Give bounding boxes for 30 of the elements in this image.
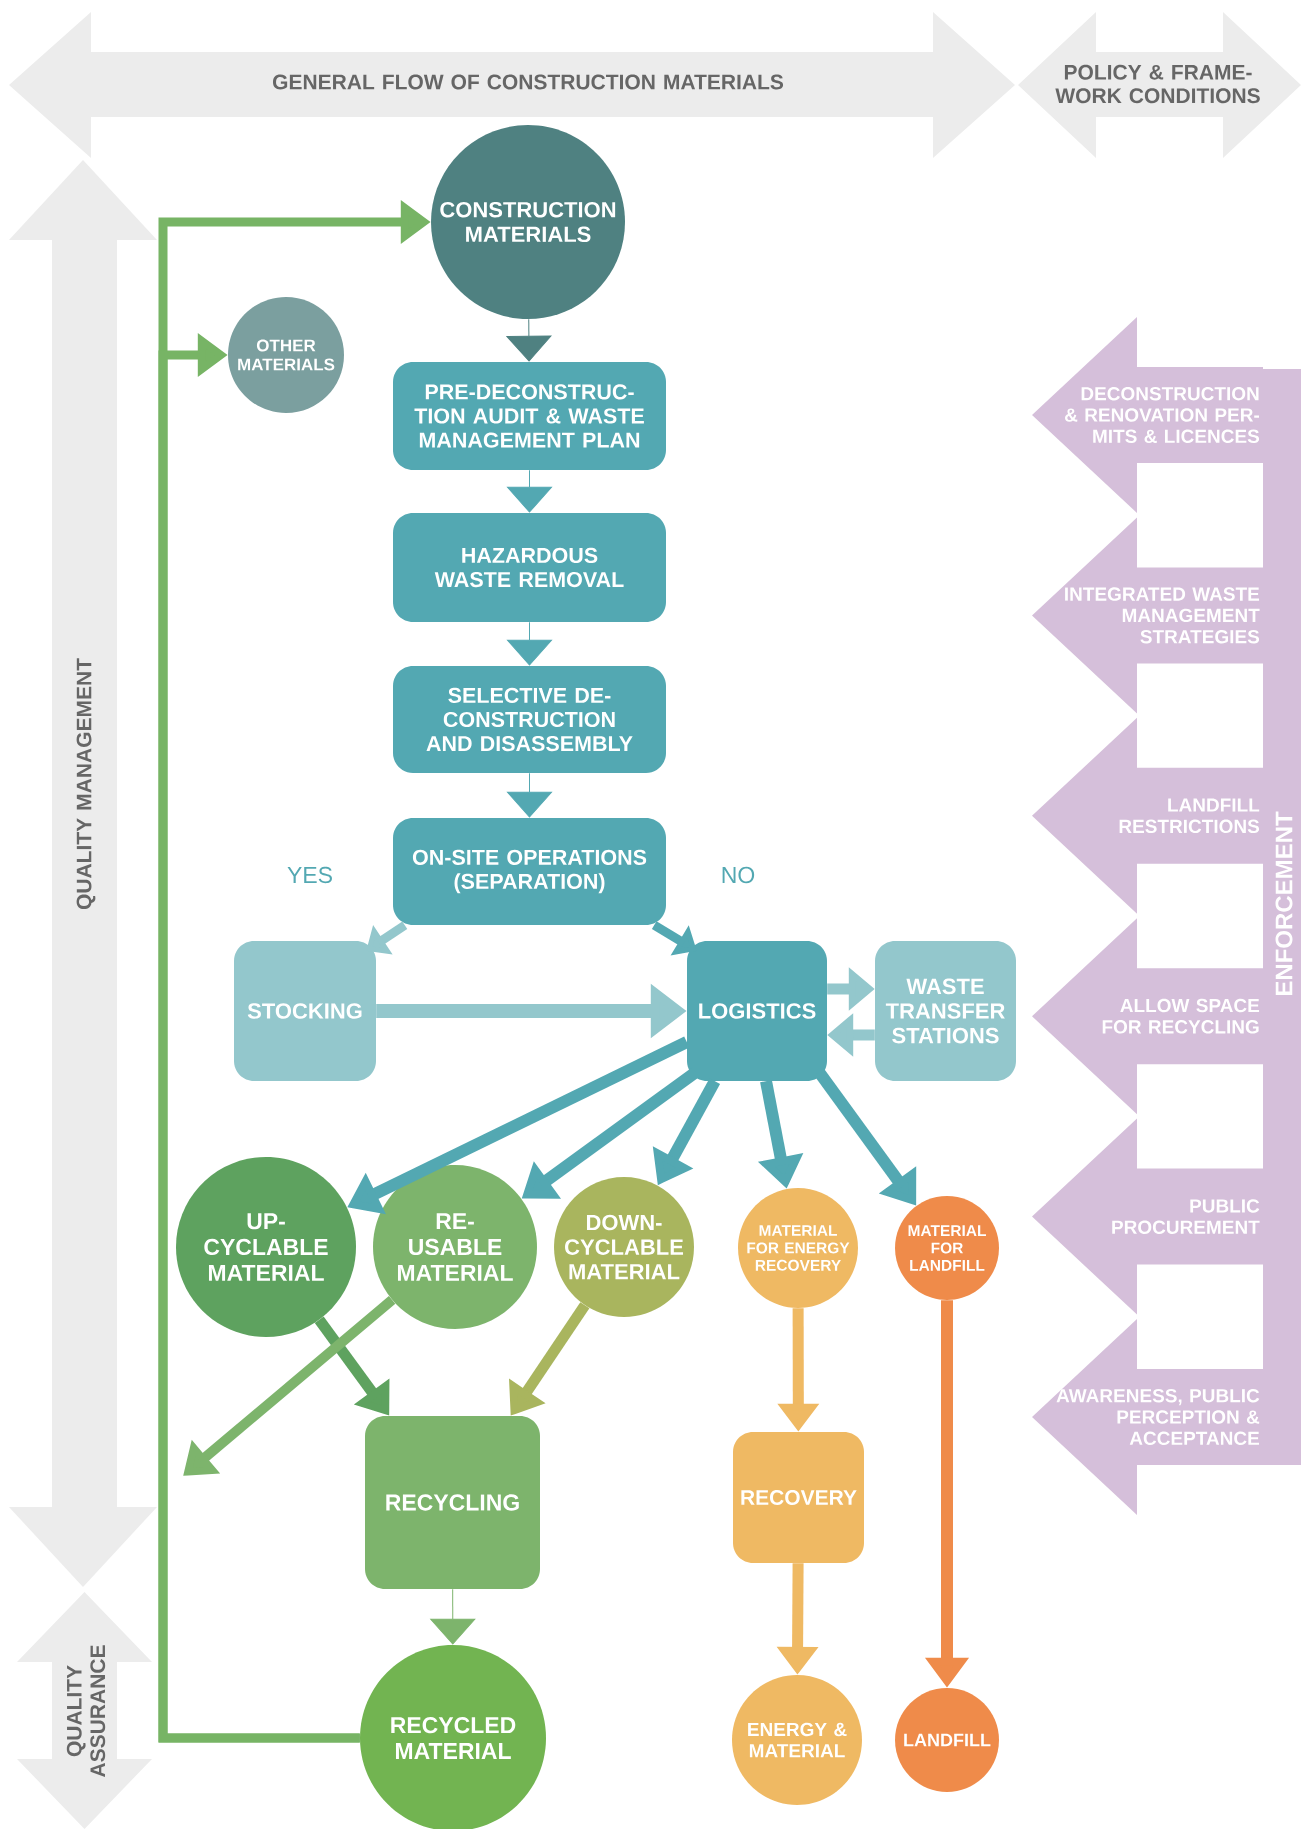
double-arrow-band: QUALITY MANAGEMENT	[9, 160, 157, 1587]
edge-label: NO	[718, 864, 758, 886]
pointed-banner: INTEGRATED WASTE MANAGEMENT STRATEGIES	[1032, 517, 1263, 714]
process-box: SELECTIVE DE- CONSTRUCTION AND DISASSEMBLY	[393, 666, 666, 773]
arrow	[506, 318, 552, 362]
pointed-banner: DECONSTRUCTION & RENOVATION PER- MITS & LICENCES	[1032, 317, 1263, 513]
process-box: RECOVERY	[733, 1432, 864, 1563]
process-box: RECYCLING	[365, 1416, 540, 1589]
process-box: LOGISTICS	[687, 941, 827, 1081]
node-label: ENFORCEMENT	[1275, 811, 1293, 996]
pointed-banner: LANDFILL RESTRICTIONS	[1032, 717, 1263, 914]
pointed-banner: ALLOW SPACE FOR RECYCLING	[1032, 918, 1263, 1115]
double-arrow-band: GENERAL FLOW OF CONSTRUCTION MATERIALS	[9, 12, 1015, 158]
edge-label: YES	[285, 864, 335, 886]
pointed-banner: PUBLIC PROCUREMENT	[1032, 1118, 1263, 1315]
arrow	[158, 332, 360, 1743]
double-arrow-band: QUALITY ASSURANCE	[17, 1592, 152, 1829]
process-box: ON-SITE OPERATIONS (SEPARATION)	[393, 818, 666, 925]
arrow	[507, 469, 552, 513]
pointed-banner: AWARENESS, PUBLIC PERCEPTION & ACCEPTANCE	[1032, 1319, 1263, 1515]
process-box: HAZARDOUS WASTE REMOVAL	[393, 513, 666, 622]
process-box: WASTE TRANSFER STATIONS	[875, 941, 1016, 1081]
double-arrow-band: POLICY & FRAME- WORK CONDITIONS	[1018, 12, 1301, 158]
arrow	[507, 621, 552, 666]
process-box: STOCKING	[234, 941, 376, 1081]
vertical-band: ENFORCEMENT	[1263, 369, 1301, 1465]
arrow	[507, 772, 552, 818]
arrow	[366, 921, 408, 955]
arrow	[430, 1588, 476, 1645]
process-box: PRE-DECONSTRUC- TION AUDIT & WASTE MANAGEMENT PLAN	[393, 362, 666, 470]
